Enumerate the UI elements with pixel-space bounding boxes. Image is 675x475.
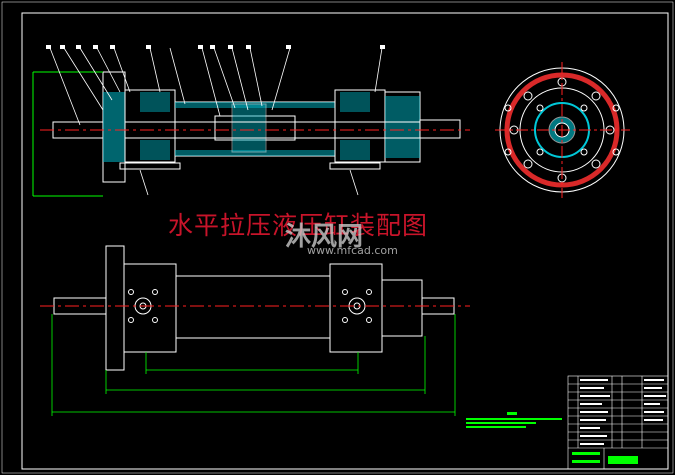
title-block-cells bbox=[580, 379, 666, 445]
technical-notes bbox=[466, 412, 562, 428]
end-view bbox=[495, 62, 630, 198]
title-block-green bbox=[572, 452, 638, 464]
watermark-logo: 沐风网 bbox=[285, 222, 364, 252]
front-view bbox=[40, 245, 470, 416]
section-view bbox=[32, 45, 470, 197]
title-block bbox=[567, 375, 669, 470]
watermark-url: www.mfcad.com bbox=[307, 244, 398, 257]
drawing-title: 水平拉压液压缸装配图 bbox=[168, 211, 429, 240]
sheet-border bbox=[21, 12, 669, 470]
